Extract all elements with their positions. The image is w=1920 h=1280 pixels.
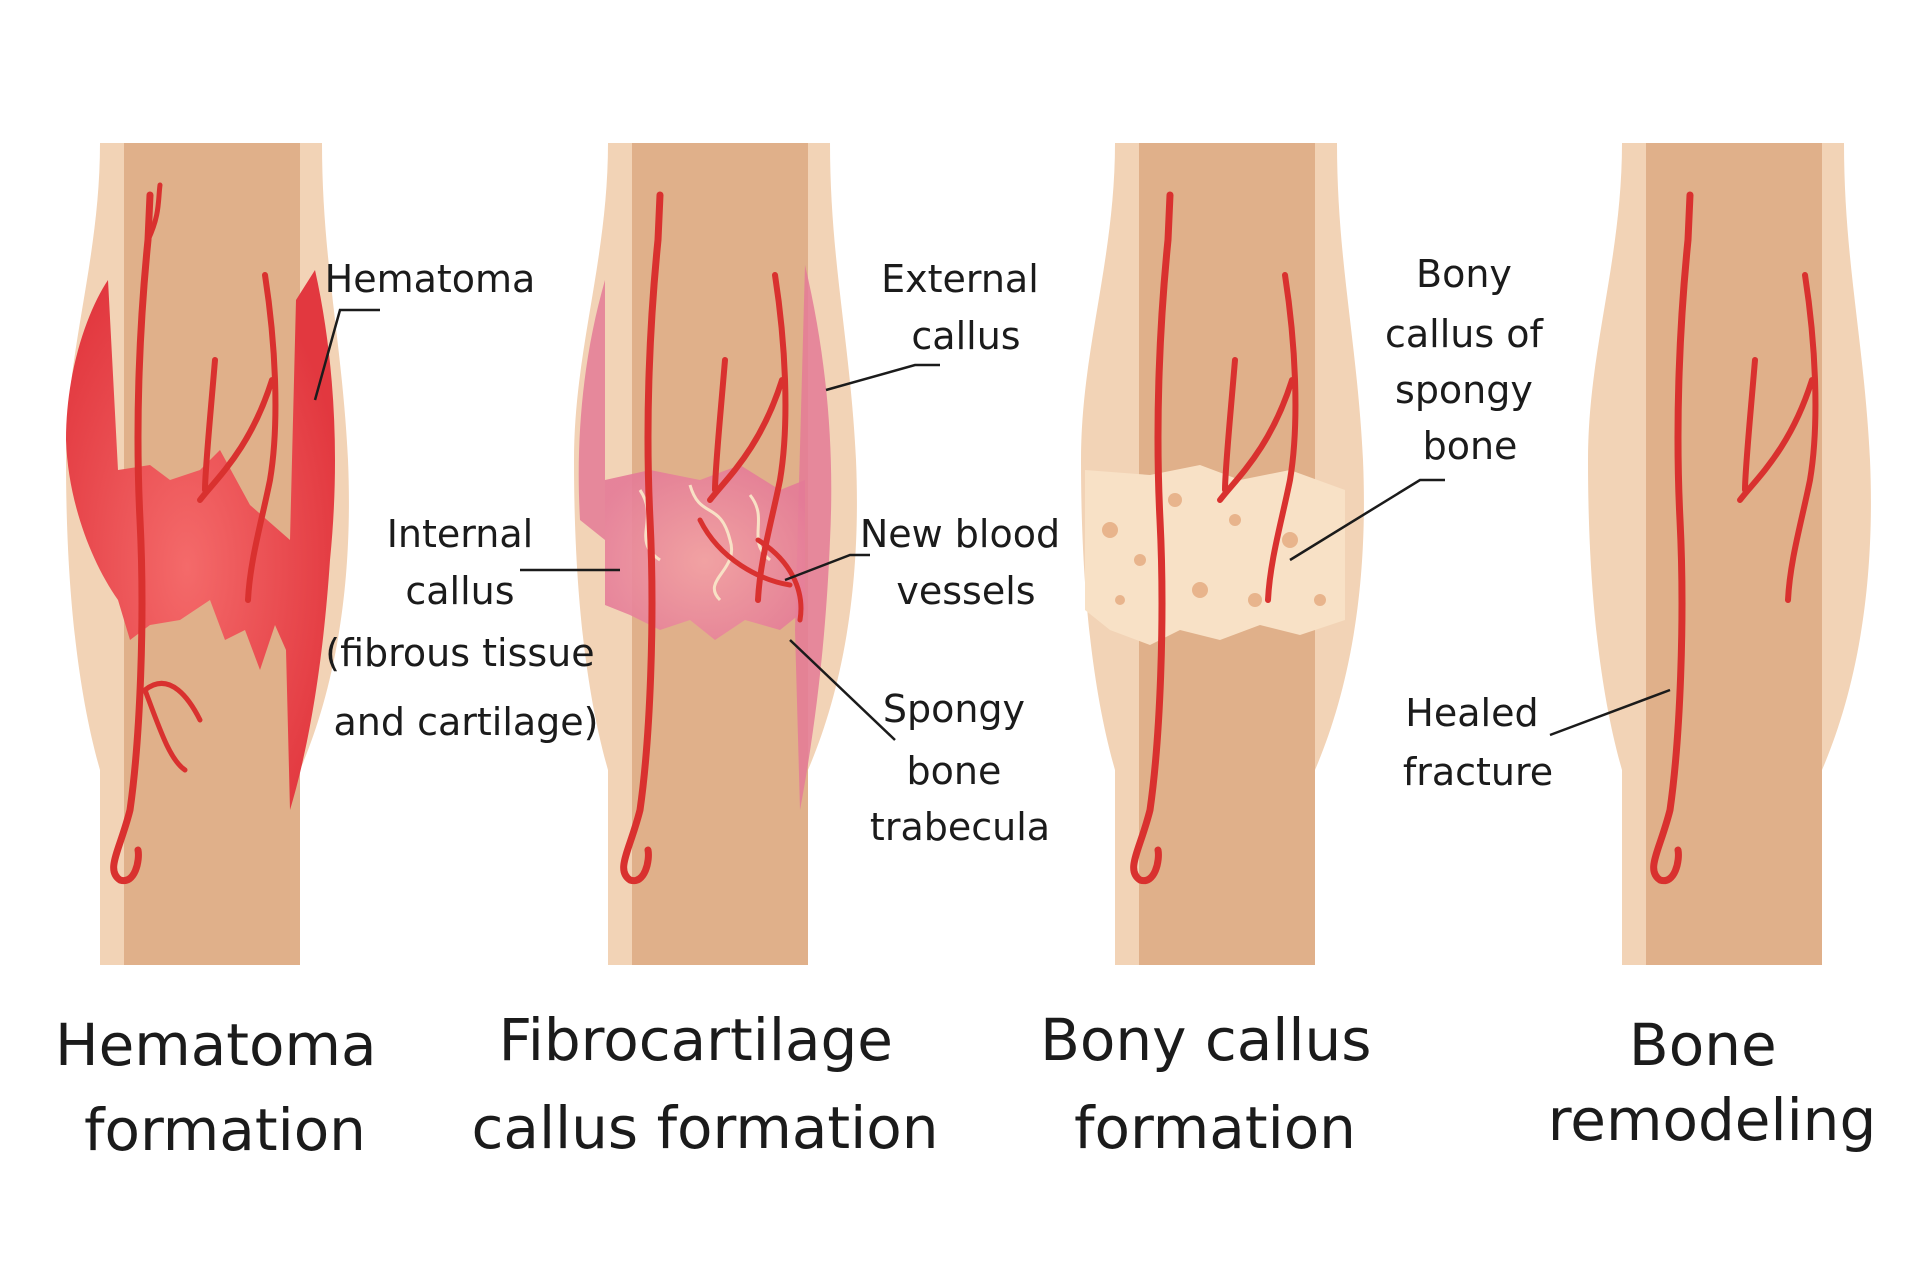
label-new-blood-vessels: New blood vessels [860,512,1072,613]
stage-hematoma [66,143,349,965]
blood-vessel [1650,191,1694,885]
hematoma-mass [66,270,335,810]
spongy-bone-pores [1102,493,1326,607]
bone-shaft [1646,143,1822,965]
leader-lines [313,308,1671,741]
label-internal-callus: Internal callus (fibrous tissue and cart… [325,512,607,744]
blood-vessel [1737,272,1819,603]
stage-bone-remodeling [1588,143,1871,965]
blood-vessel [1130,191,1174,885]
leader-external-callus [825,363,940,392]
stage-fibrocartilage [574,143,857,965]
blood-vessel [110,191,154,885]
label-external-callus: External callus [881,257,1051,358]
blood-vessel [197,272,279,603]
blood-vessel [620,191,664,885]
external-callus [578,265,832,810]
blood-vessel [145,182,163,243]
stage-title-remodeling: Bone remodeling [1548,1011,1877,1154]
stage-title-hematoma: Hematoma formation [55,1011,395,1164]
leader-new-blood-vessels [784,553,870,582]
blood-vessel [142,681,203,773]
stage-title-fibrocartilage: Fibrocartilage callus formation [472,1006,939,1162]
stage-bony-callus [1081,143,1364,965]
blood-vessel [707,272,789,603]
stage-title-bony-callus: Bony callus formation [1040,1006,1390,1162]
leader-spongy-bone [789,639,896,741]
spongy-bone-callus [1085,465,1345,645]
leader-bony-callus [1289,478,1445,562]
leader-hematoma [313,308,380,401]
leader-healed-fracture [1549,688,1671,737]
label-healed-fracture: Healed fracture [1403,691,1553,794]
blood-vessel [1217,272,1299,603]
label-spongy-bone-trabecula: Spongy bone trabecula [870,687,1050,849]
label-hematoma: Hematoma [325,257,536,301]
label-bony-callus: Bony callus of spongy bone [1385,252,1555,468]
